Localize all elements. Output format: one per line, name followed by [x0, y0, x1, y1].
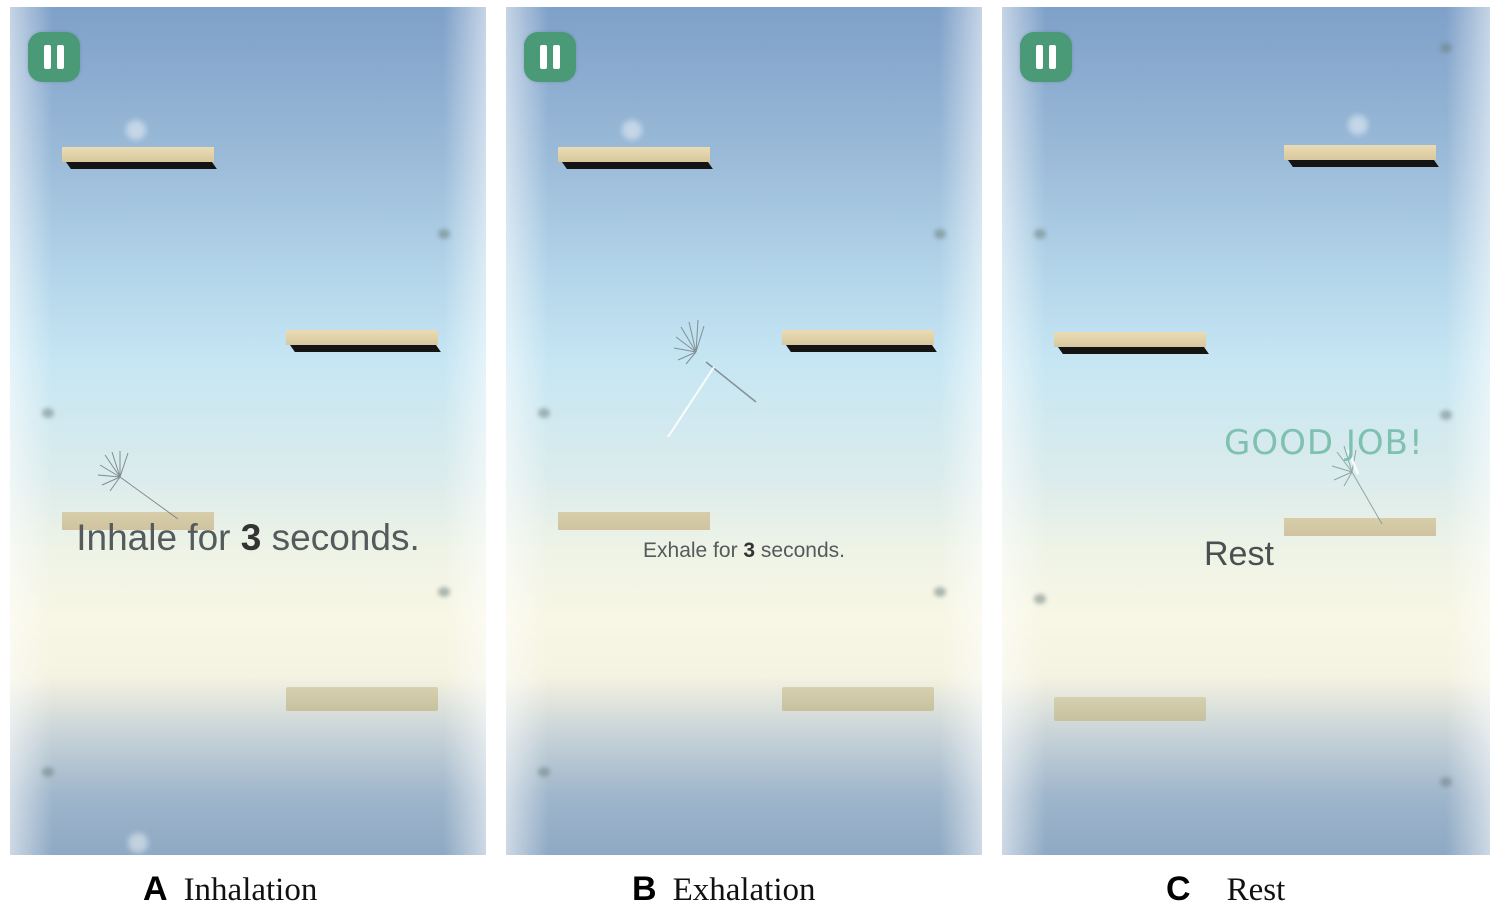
floating-particle: [1034, 229, 1046, 239]
floating-particle: [934, 587, 946, 597]
light-particle: [622, 120, 642, 140]
panel-exhalation: Exhale for 3 seconds.: [506, 7, 982, 855]
caption-label: Inhalation: [183, 872, 318, 908]
caption-letter: B: [632, 870, 657, 908]
platform: [558, 147, 713, 169]
platform: [62, 147, 217, 169]
dandelion-seed-icon: [97, 451, 179, 520]
platform: [1284, 518, 1436, 540]
platform: [1284, 145, 1439, 167]
platform: [286, 687, 438, 711]
floating-particle: [538, 767, 550, 777]
light-particle: [1348, 115, 1368, 135]
seconds-count: 3: [240, 517, 262, 558]
floating-particle: [934, 229, 946, 239]
floating-particle: [538, 408, 550, 418]
floating-particle: [1440, 410, 1452, 420]
platform: [1054, 332, 1209, 354]
pause-icon: [44, 45, 51, 69]
platform: [558, 512, 710, 534]
floating-particle: [438, 587, 450, 597]
panel-inhalation: Inhale for 3 seconds.: [10, 7, 486, 855]
caption-rest: C Rest: [1166, 870, 1285, 910]
light-particle: [126, 120, 146, 140]
platform: [782, 330, 937, 352]
floating-particle: [42, 767, 54, 777]
breathing-instruction: Exhale for 3 seconds.: [643, 539, 845, 562]
platform: [782, 687, 934, 711]
pause-icon: [540, 45, 547, 69]
floating-particle: [1440, 777, 1452, 787]
breathing-instruction: Inhale for 3 seconds.: [76, 517, 420, 558]
caption-inhalation: A Inhalation: [143, 870, 317, 910]
floating-particle: [1034, 594, 1046, 604]
pause-icon: [1036, 45, 1043, 69]
caption-label: Exhalation: [672, 872, 816, 908]
dandelion-seed-icon: [667, 319, 757, 438]
platform: [286, 330, 441, 352]
pause-icon-bar: [57, 45, 64, 69]
pause-button[interactable]: [524, 32, 576, 82]
floating-particle: [1440, 43, 1452, 53]
seconds-count: 3: [743, 539, 756, 562]
feedback-message: GOOD JOB!: [1224, 423, 1424, 463]
pause-icon-bar: [553, 45, 560, 69]
light-particle: [128, 833, 148, 853]
caption-letter: A: [143, 870, 168, 908]
panel-rest: GOOD JOB! Rest: [1002, 7, 1490, 855]
platform: [1054, 697, 1206, 721]
caption-exhalation: B Exhalation: [632, 870, 816, 910]
pause-button[interactable]: [1020, 32, 1072, 82]
floating-particle: [438, 229, 450, 239]
caption-label: Rest: [1226, 872, 1286, 908]
dandelion-seed-icon: [1331, 445, 1383, 525]
floating-particle: [42, 408, 54, 418]
rest-status: Rest: [1204, 535, 1274, 573]
platform: [62, 512, 214, 534]
pause-button[interactable]: [28, 32, 80, 82]
caption-letter: C: [1166, 870, 1191, 908]
pause-icon-bar: [1049, 45, 1056, 69]
